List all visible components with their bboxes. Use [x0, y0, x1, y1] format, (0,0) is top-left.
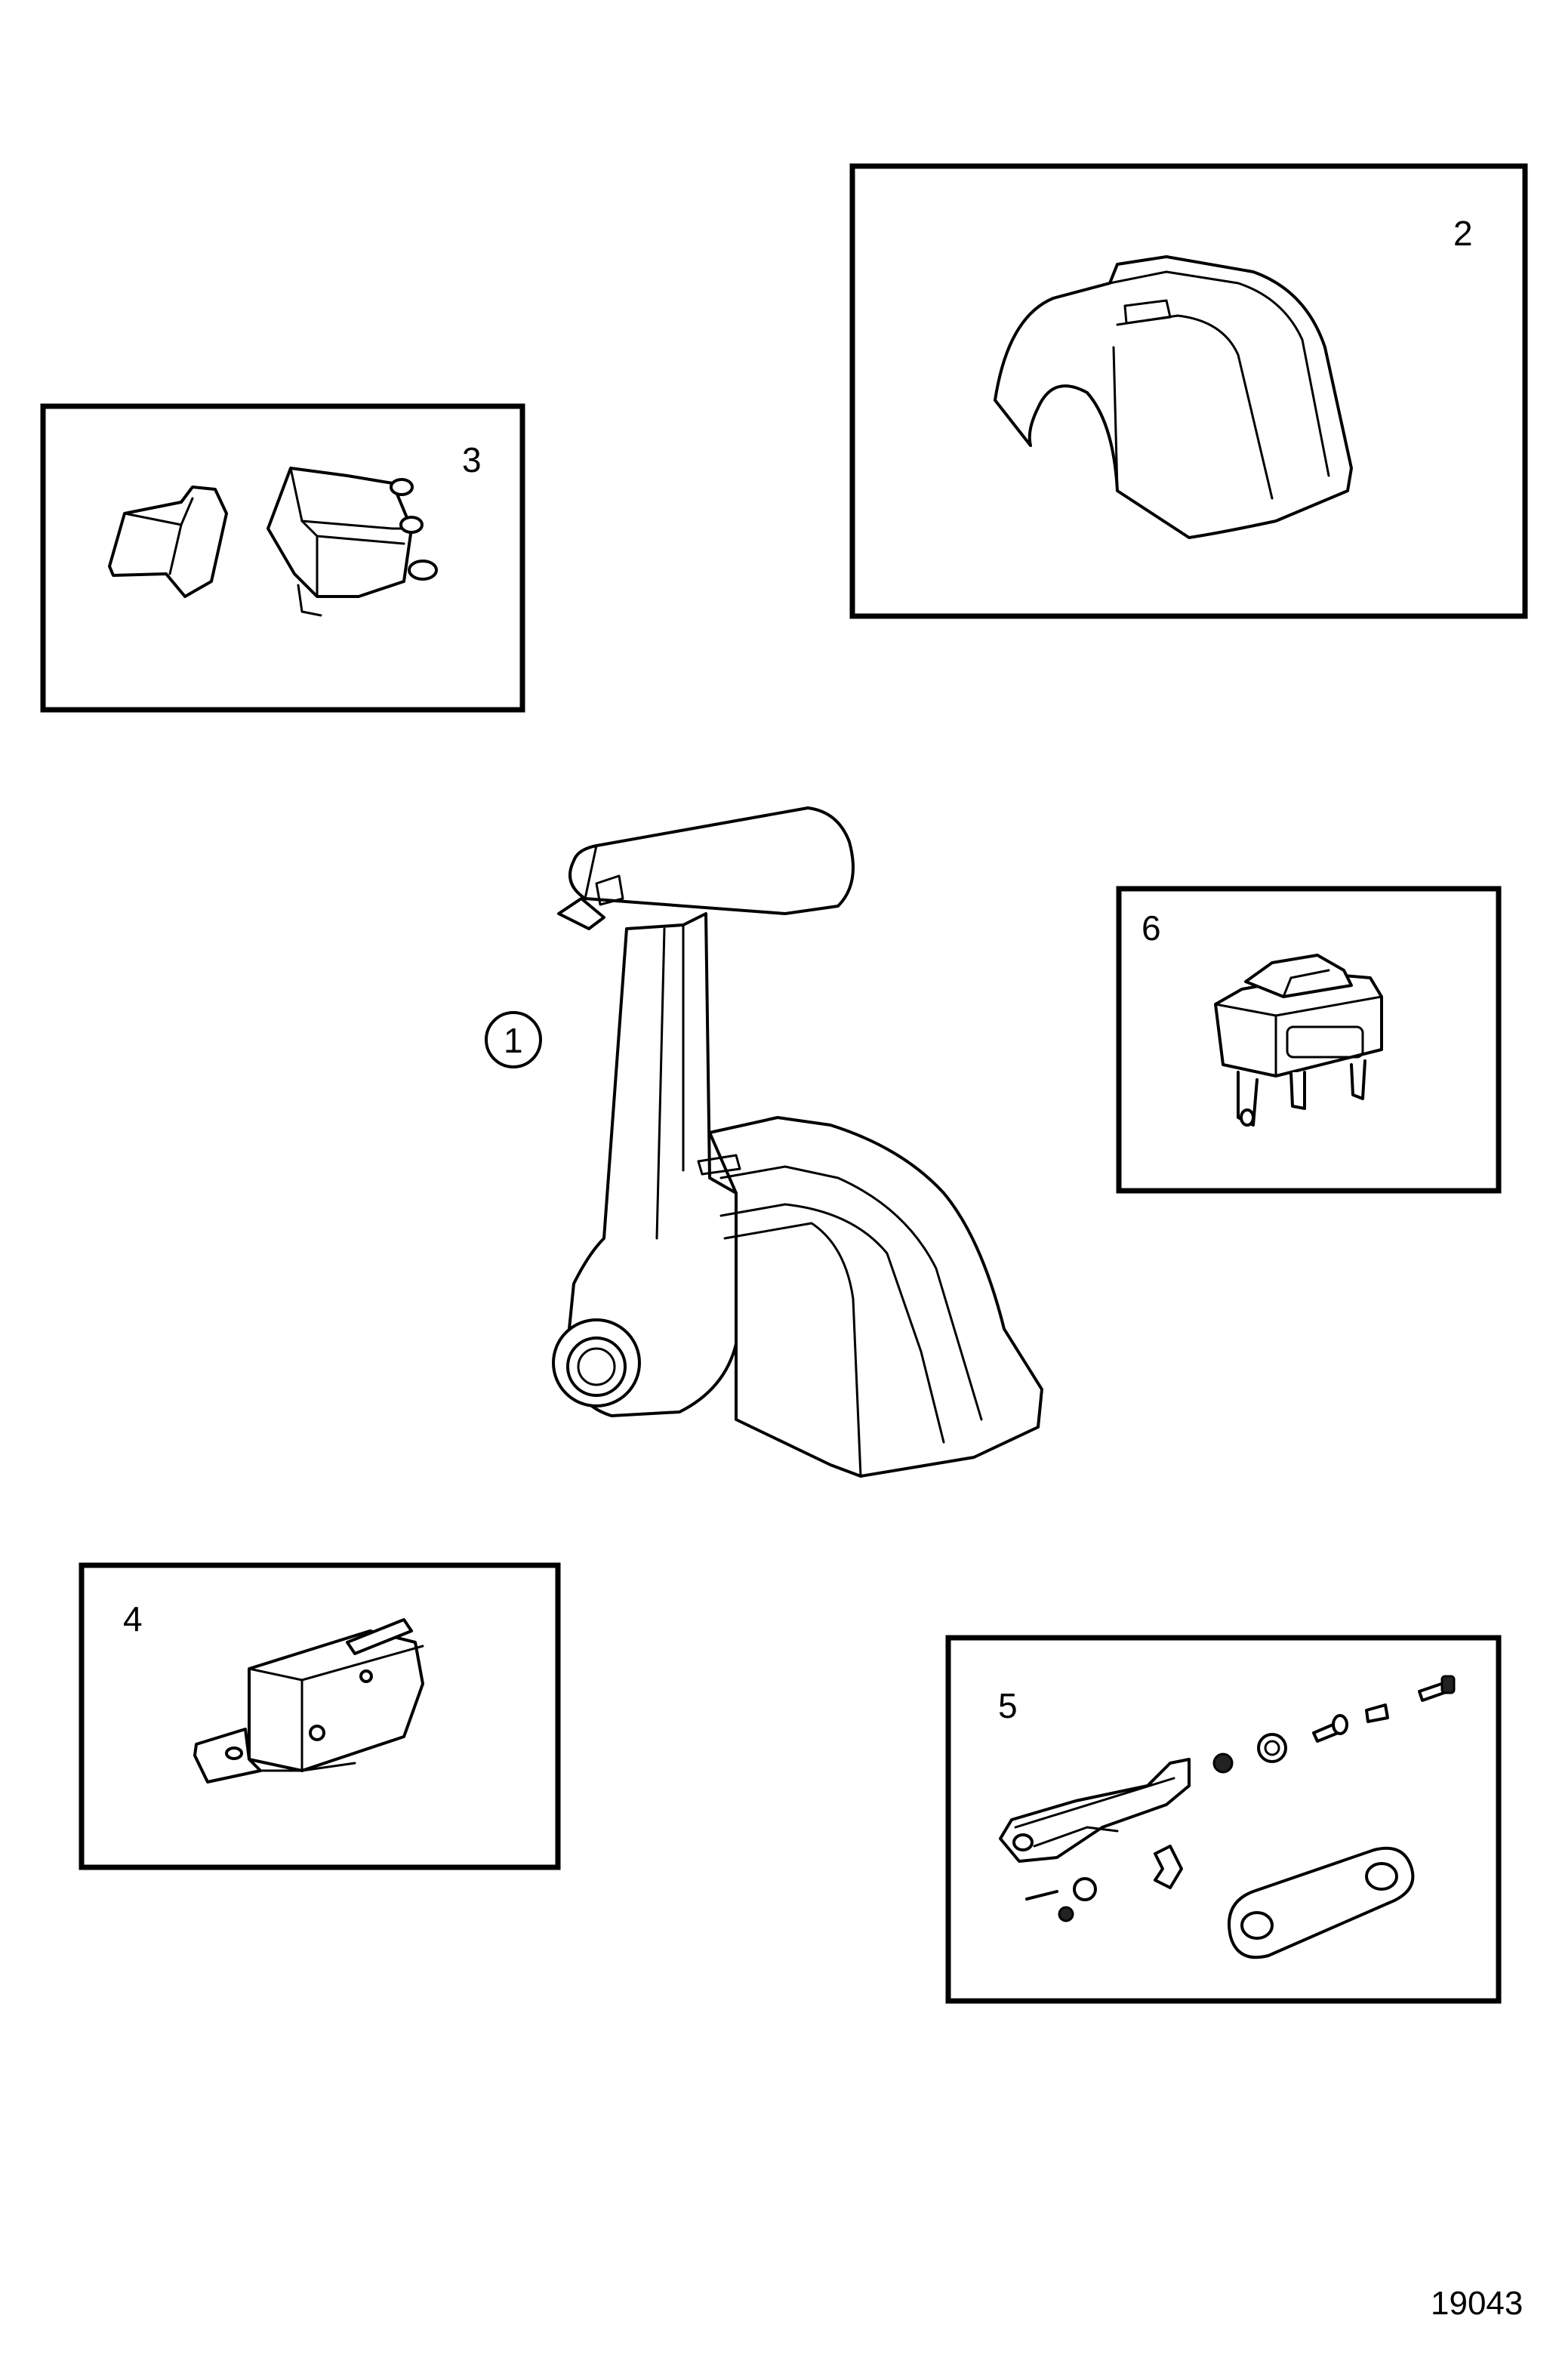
callout-5: 5: [998, 1686, 1018, 1725]
adapter-kit-illustration: [999, 1675, 1456, 1959]
part-6-frame: [1116, 886, 1502, 1194]
part-3-panel: 3: [40, 403, 525, 713]
callout-1-circle: [485, 1011, 542, 1068]
cover-illustration: [994, 255, 1353, 539]
toggle-switch-illustration: [1214, 954, 1383, 1127]
part-1-lever-control: 1: [485, 806, 1043, 1478]
callout-2: 2: [1453, 214, 1473, 253]
callout-1: 1: [504, 1021, 523, 1060]
callout-6: 6: [1142, 908, 1161, 948]
figure-reference-number: 19043: [1431, 2285, 1523, 2322]
micro-switch-illustration: [193, 1618, 424, 1783]
part-5-panel: 5: [945, 1635, 1502, 2004]
part-4-panel: 4: [79, 1562, 561, 1870]
callout-4: 4: [123, 1599, 143, 1639]
callout-3: 3: [462, 440, 482, 479]
part-6-panel: 6: [1116, 886, 1502, 1194]
part-2-panel: 2: [849, 163, 1528, 619]
rocker-switch-illustration: [108, 467, 438, 617]
